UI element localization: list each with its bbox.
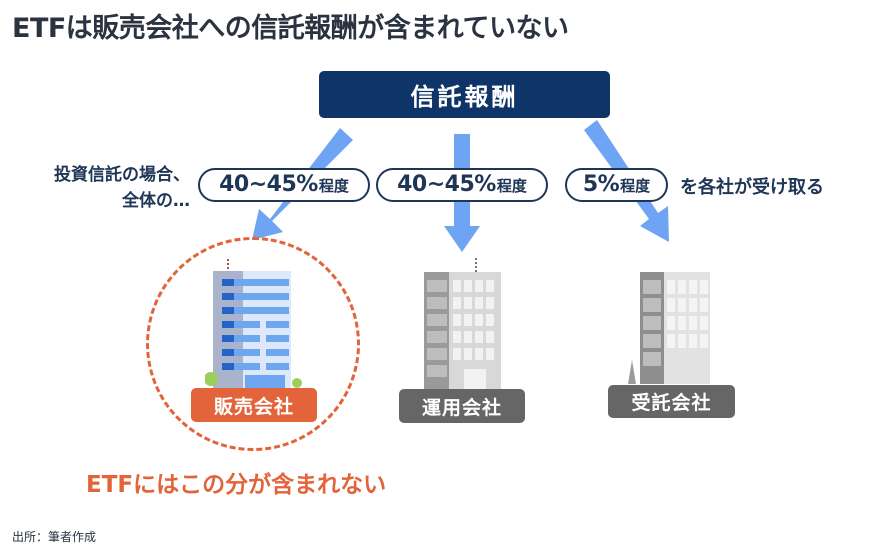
management-building-icon [424, 258, 501, 390]
pill-value: 40~45% [397, 172, 496, 197]
pill-sales-share: 40~45%程度 [198, 168, 370, 202]
pill-suffix: 程度 [318, 177, 349, 195]
pill-suffix: 程度 [620, 177, 651, 195]
etf-note: ETFにはこの分が含まれない [86, 472, 387, 498]
intro-line-2: 全体の… [122, 191, 190, 211]
source-caption: 出所：筆者作成 [12, 530, 97, 544]
intro-text: 投資信託の場合、 全体の… [22, 162, 190, 214]
company-label-trustee: 受託会社 [608, 385, 735, 418]
company-label-sales: 販売会社 [191, 388, 317, 422]
pill-trustee-share: 5%程度 [565, 168, 668, 202]
highlight-dashed-circle [146, 237, 360, 451]
pill-value: 5% [582, 172, 620, 197]
trustee-building-icon [628, 272, 710, 384]
pill-value: 40~45% [219, 172, 318, 197]
sales-building-icon [205, 259, 302, 389]
trust-fee-box: 信託報酬 [319, 71, 610, 118]
pill-management-share: 40~45%程度 [376, 168, 548, 202]
intro-line-1: 投資信託の場合、 [54, 165, 190, 185]
outro-text: を各社が受け取る [680, 177, 824, 198]
pill-suffix: 程度 [496, 177, 527, 195]
company-label-management: 運用会社 [399, 389, 525, 423]
page-title: ETFは販売会社への信託報酬が含まれていない [12, 13, 569, 44]
